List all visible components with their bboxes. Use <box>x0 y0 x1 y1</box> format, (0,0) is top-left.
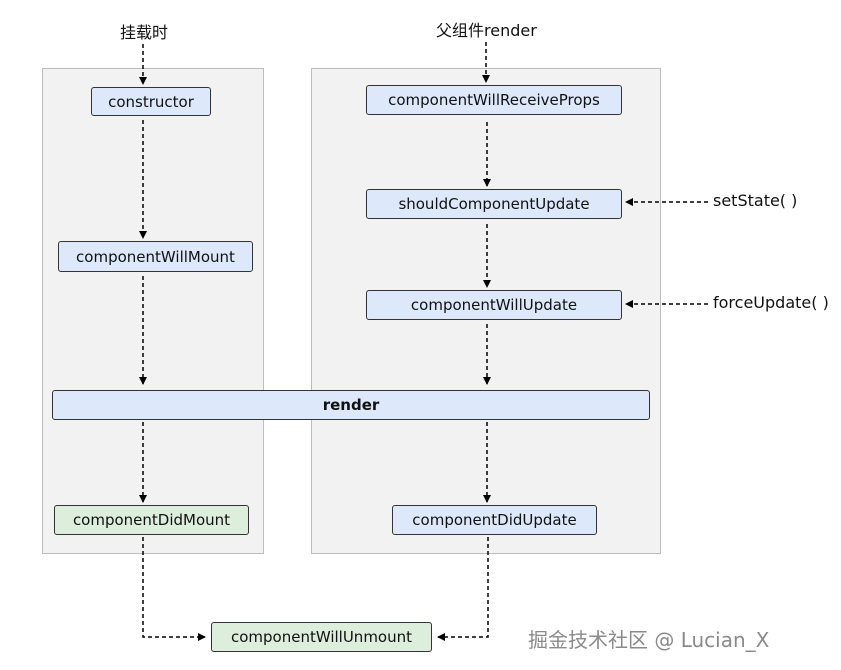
component-will-mount-node: componentWillMount <box>58 241 253 272</box>
force-update-label: forceUpdate( ) <box>713 293 829 312</box>
render-node: render <box>52 390 650 420</box>
should-component-update-node: shouldComponentUpdate <box>366 189 622 219</box>
component-will-update-node: componentWillUpdate <box>366 290 622 320</box>
arrow-didupdate-to-unmount <box>437 537 489 641</box>
watermark: 掘金技术社区 @ Lucian_X <box>528 628 770 652</box>
component-did-update-node: componentDidUpdate <box>392 505 597 535</box>
component-did-mount-node: componentDidMount <box>54 505 249 535</box>
mount-trigger-label: 挂载时 <box>120 23 169 42</box>
parent-render-trigger-label: 父组件render <box>436 21 537 40</box>
constructor-node: constructor <box>91 87 211 116</box>
component-will-unmount-node: componentWillUnmount <box>211 622 432 652</box>
component-will-receive-props-node: componentWillReceiveProps <box>366 85 622 115</box>
mount-phase-panel <box>42 68 264 554</box>
arrow-didmount-to-unmount <box>142 537 206 641</box>
set-state-label: setState( ) <box>713 191 798 210</box>
